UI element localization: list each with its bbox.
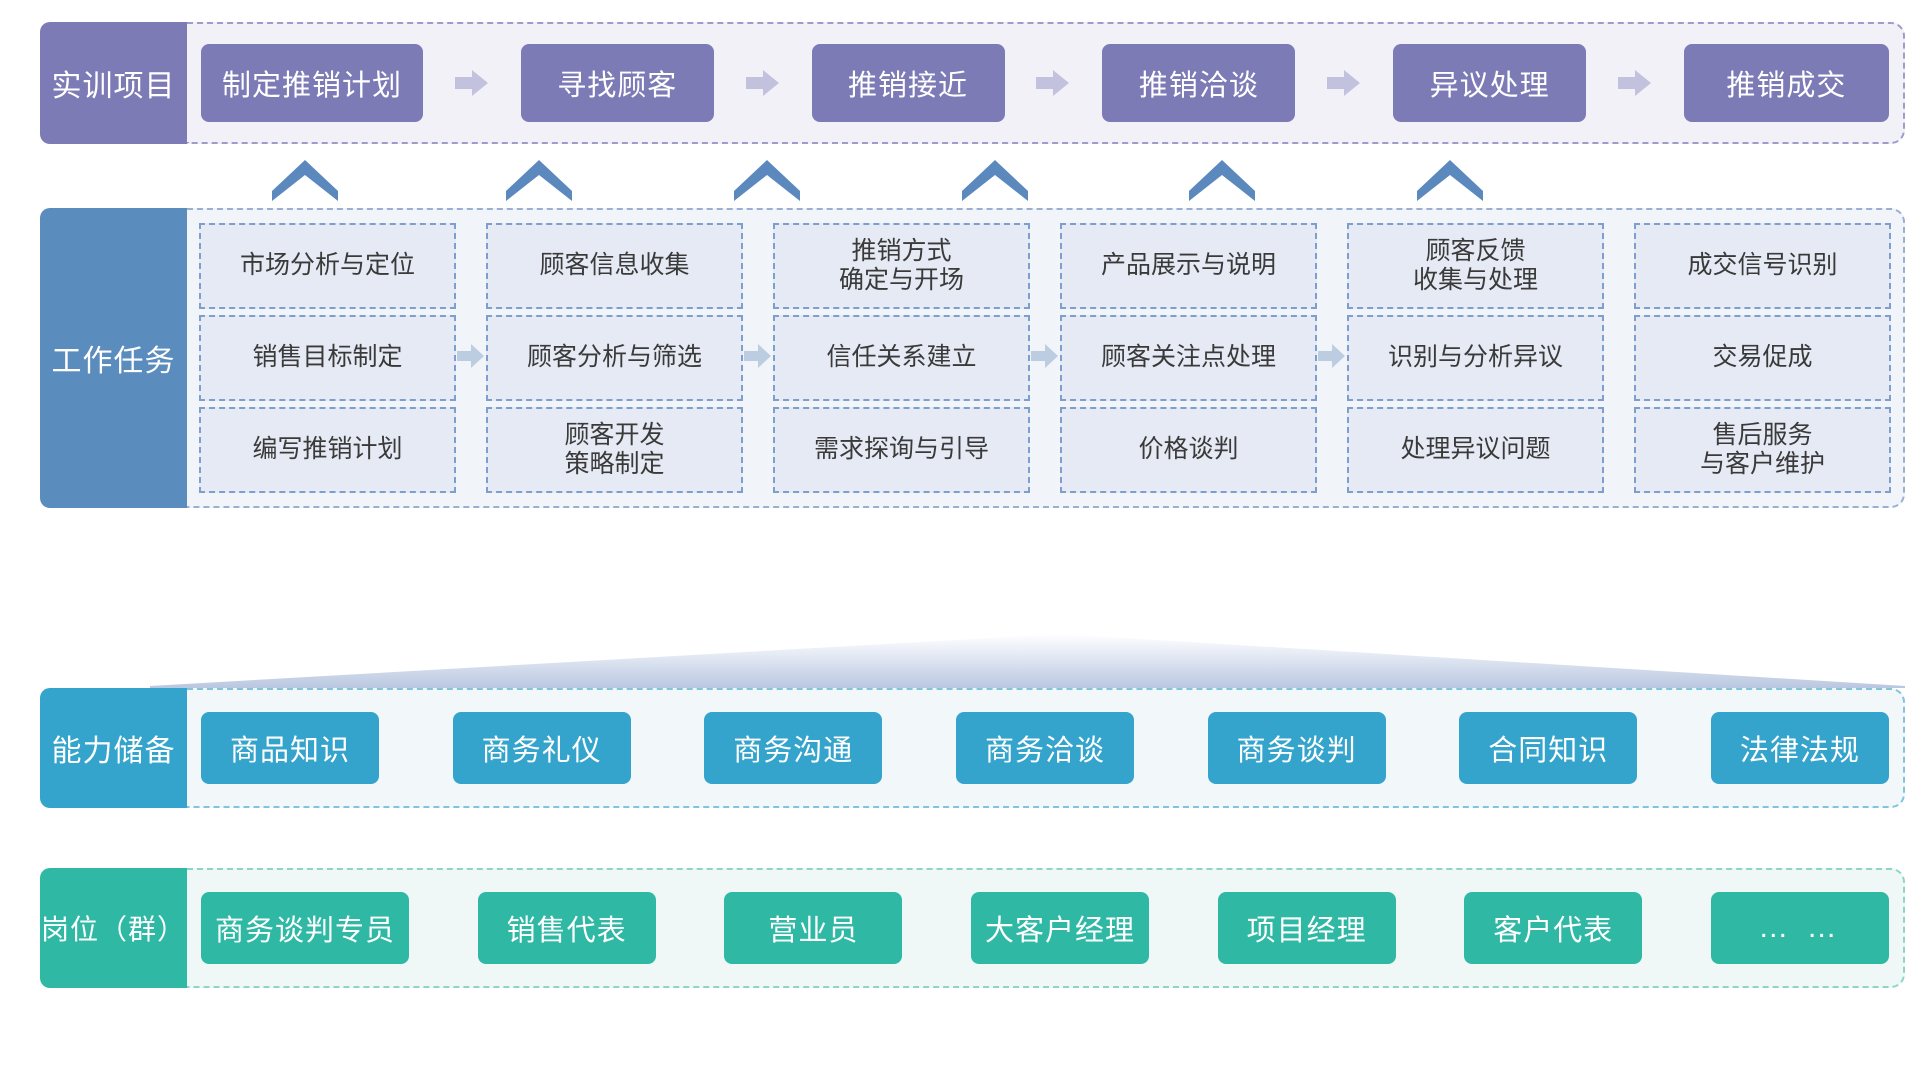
task-cell[interactable]: 价格谈判 [1060,407,1317,493]
task-cell[interactable]: 市场分析与定位 [199,223,456,309]
task-column-1: 顾客信息收集 顾客分析与筛选 顾客开发策略制定 [486,220,743,496]
job-item-4[interactable]: 项目经理 [1217,892,1396,964]
task-column-3: 产品展示与说明 顾客关注点处理 价格谈判 [1060,220,1317,496]
job-item-0[interactable]: 商务谈判专员 [201,892,410,964]
ability-item-2[interactable]: 商务沟通 [704,712,883,784]
task-arrow-separator [743,220,773,496]
project-row-panel: 制定推销计划 寻找顾客 推销接近 推销洽谈 异议处理 推销成交 [187,22,1905,144]
ability-item-4[interactable]: 商务谈判 [1207,712,1386,784]
chevron-up-icon [1415,158,1485,202]
task-cell[interactable]: 顾客反馈收集与处理 [1347,223,1604,309]
jobs-row-label: 岗位（群） [40,868,187,988]
task-column-5: 成交信号识别 交易促成 售后服务与客户维护 [1634,220,1891,496]
task-cell[interactable]: 编写推销计划 [199,407,456,493]
project-item-1[interactable]: 寻找顾客 [520,44,714,122]
tasks-row-label: 工作任务 [40,208,187,508]
project-item-3[interactable]: 推销洽谈 [1102,44,1296,122]
job-item-2[interactable]: 营业员 [724,892,903,964]
project-row-label: 实训项目 [40,22,187,144]
task-cell[interactable]: 识别与分析异议 [1347,315,1604,401]
task-cell[interactable]: 顾客关注点处理 [1060,315,1317,401]
task-column-0: 市场分析与定位 销售目标制定 编写推销计划 [199,220,456,496]
project-item-0[interactable]: 制定推销计划 [201,44,423,122]
arrow-right-icon [744,343,772,374]
task-column-4: 顾客反馈收集与处理 识别与分析异议 处理异议问题 [1347,220,1604,496]
task-cell[interactable]: 处理异议问题 [1347,407,1604,493]
project-item-2[interactable]: 推销接近 [811,44,1005,122]
task-cell[interactable]: 顾客开发策略制定 [486,407,743,493]
task-cell[interactable]: 交易促成 [1634,315,1891,401]
task-arrow-separator [456,220,486,496]
arrow-right-icon [457,343,485,374]
arrow-right-icon [745,68,780,98]
chevron-up-icon [960,158,1030,202]
ability-row-label: 能力储备 [40,688,187,808]
chevron-up-icon [504,158,574,202]
task-cell[interactable]: 需求探询与引导 [773,407,1030,493]
ability-item-1[interactable]: 商务礼仪 [452,712,631,784]
chevron-up-icon [1187,158,1257,202]
task-cell[interactable]: 产品展示与说明 [1060,223,1317,309]
task-cell[interactable]: 成交信号识别 [1634,223,1891,309]
task-spacer [1604,220,1634,496]
job-item-1[interactable]: 销售代表 [477,892,656,964]
ability-item-5[interactable]: 合同知识 [1459,712,1638,784]
tasks-row: 工作任务 市场分析与定位 销售目标制定 编写推销计划 顾客信息收集 顾客分析与筛… [40,208,1905,508]
task-arrow-separator [1317,220,1347,496]
project-row: 实训项目 制定推销计划 寻找顾客 推销接近 推销洽谈 异议处理 推销成交 [40,22,1905,144]
funnel-connector [40,508,1905,690]
chevron-up-icon [270,158,340,202]
arrow-right-icon [454,68,489,98]
arrow-right-icon [1031,343,1059,374]
task-cell[interactable]: 售后服务与客户维护 [1634,407,1891,493]
arrow-right-icon [1327,68,1361,98]
project-item-4[interactable]: 异议处理 [1393,44,1587,122]
ability-row-panel: 商品知识 商务礼仪 商务沟通 商务洽谈 商务谈判 合同知识 法律法规 [187,688,1905,808]
job-item-6[interactable]: … … [1710,892,1889,964]
job-item-5[interactable]: 客户代表 [1464,892,1643,964]
task-cell[interactable]: 推销方式确定与开场 [773,223,1030,309]
task-column-2: 推销方式确定与开场 信任关系建立 需求探询与引导 [773,220,1030,496]
arrow-right-icon [1036,68,1070,98]
ability-item-0[interactable]: 商品知识 [201,712,379,784]
chevron-up-icon [732,158,802,202]
task-cell[interactable]: 信任关系建立 [773,315,1030,401]
jobs-row-panel: 商务谈判专员 销售代表 营业员 大客户经理 项目经理 客户代表 … … [187,868,1905,988]
task-arrow-separator [1030,220,1060,496]
jobs-row: 岗位（群） 商务谈判专员 销售代表 营业员 大客户经理 项目经理 客户代表 … … [40,868,1905,988]
task-cell[interactable]: 顾客信息收集 [486,223,743,309]
tasks-row-panel: 市场分析与定位 销售目标制定 编写推销计划 顾客信息收集 顾客分析与筛选 顾客开… [187,208,1905,508]
arrow-right-icon [1618,68,1652,98]
task-cell[interactable]: 顾客分析与筛选 [486,315,743,401]
ability-item-6[interactable]: 法律法规 [1710,712,1889,784]
project-item-5[interactable]: 推销成交 [1683,44,1889,122]
ability-item-3[interactable]: 商务洽谈 [955,712,1134,784]
task-cell[interactable]: 销售目标制定 [199,315,456,401]
job-item-3[interactable]: 大客户经理 [970,892,1149,964]
ability-row: 能力储备 商品知识 商务礼仪 商务沟通 商务洽谈 商务谈判 合同知识 法律法规 [40,688,1905,808]
arrow-right-icon [1318,343,1346,374]
chevron-connector-group [40,158,1905,206]
